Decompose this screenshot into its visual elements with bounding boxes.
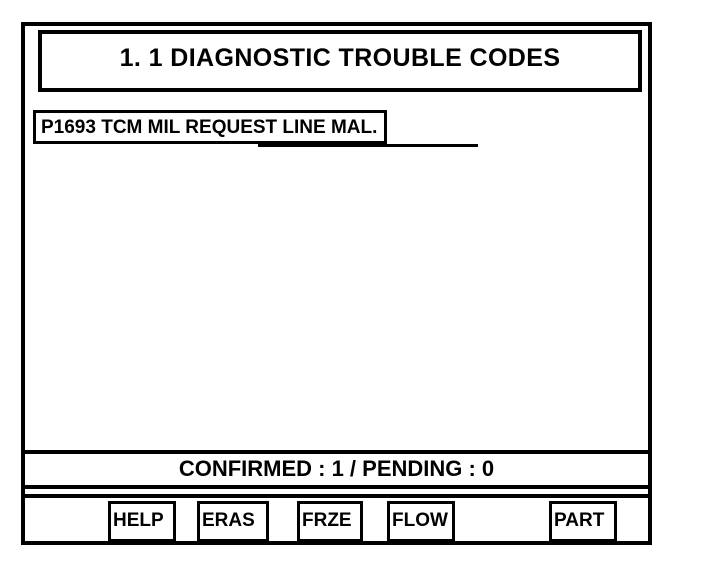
softkey-bar: HELP ERAS FRZE FLOW PART [21,494,652,545]
softkey-erase-label: ERAS [202,509,255,531]
softkey-part-label: PART [554,509,605,531]
dtc-list: P1693 TCM MIL REQUEST LINE MAL. [33,110,640,446]
softkey-data-flow-label: FLOW [392,509,448,531]
softkey-freeze-frame-label: FRZE [302,509,352,531]
dtc-count-status: CONFIRMED : 1 / PENDING : 0 [178,455,495,481]
selection-underline-artifact [258,144,478,147]
softkey-part-button[interactable]: PART [549,501,617,542]
title-box: 1. 1 DIAGNOSTIC TROUBLE CODES [38,30,642,92]
softkey-freeze-frame-button[interactable]: FRZE [297,501,363,542]
status-bar: CONFIRMED : 1 / PENDING : 0 [21,450,652,489]
softkey-help-button[interactable]: HELP [108,501,176,542]
softkey-erase-button[interactable]: ERAS [197,501,269,542]
dtc-item-text: P1693 TCM MIL REQUEST LINE MAL. [41,117,378,138]
softkey-data-flow-button[interactable]: FLOW [387,501,455,542]
dtc-list-item-selected[interactable]: P1693 TCM MIL REQUEST LINE MAL. [33,110,478,147]
page-title: 1. 1 DIAGNOSTIC TROUBLE CODES [119,43,561,72]
softkey-help-label: HELP [113,509,164,531]
